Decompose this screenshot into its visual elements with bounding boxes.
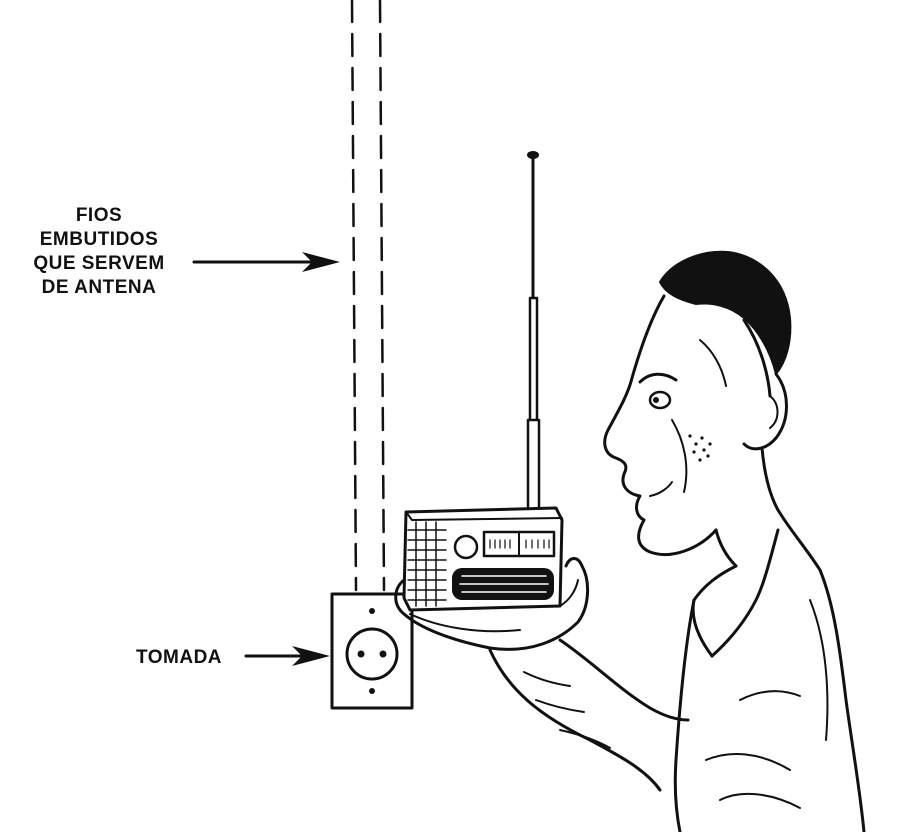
outlet-screw-bottom <box>369 688 375 694</box>
wire-left <box>350 0 358 592</box>
wires-label-line-1: FIOS <box>75 205 123 226</box>
wall-outlet <box>330 592 414 710</box>
man-torso <box>673 508 866 832</box>
wires-label: FIOS EMBUTIDOS QUE SERVEM DE ANTENA <box>14 204 184 300</box>
wires-label-line-3: QUE SERVEM <box>33 253 165 274</box>
outlet-label: TOMADA <box>136 647 223 668</box>
stubble <box>688 434 712 462</box>
outlet-arrow <box>244 646 330 666</box>
wire-right <box>378 0 386 592</box>
embedded-wires <box>350 0 386 592</box>
radio-antenna <box>526 151 541 514</box>
wires-arrow <box>192 252 340 272</box>
outlet-screw-top <box>369 608 375 614</box>
man-head <box>603 250 792 568</box>
wires-label-line-4: DE ANTENA <box>41 277 157 298</box>
arm <box>488 638 690 792</box>
outlet-socket <box>345 627 399 681</box>
radio-texture <box>407 521 447 607</box>
tuning-knob <box>453 534 479 560</box>
portable-radio <box>402 506 564 612</box>
hand <box>394 557 589 651</box>
wires-label-line-2: EMBUTIDOS <box>39 229 159 250</box>
